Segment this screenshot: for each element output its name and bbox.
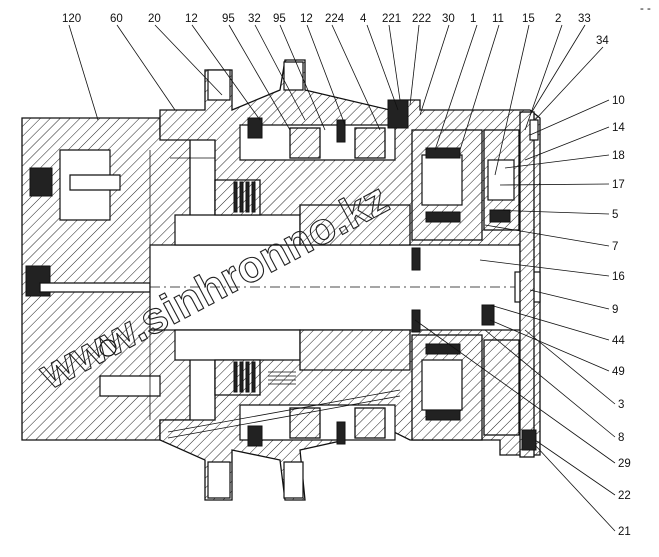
top-label-12: 12 (300, 13, 313, 25)
top-label-224: 224 (325, 13, 345, 25)
right-leader-9 (529, 289, 610, 310)
top-label-221: 221 (382, 13, 401, 25)
top-leader-120 (68, 24, 99, 121)
top-leader-60 (116, 24, 176, 111)
right-label-49: 49 (612, 366, 625, 378)
top-leader-12 (306, 24, 346, 126)
right-label-8: 8 (618, 432, 624, 444)
top-label-120: 120 (62, 13, 81, 25)
right-label-10: 10 (612, 95, 625, 107)
planetary-stage (411, 129, 520, 441)
corner-mark: - - (640, 3, 651, 15)
right-leader-5 (489, 209, 610, 215)
top-label-11: 11 (492, 13, 504, 25)
right-leader-17 (499, 183, 610, 186)
top-leader-4 (366, 24, 399, 111)
top-leader-12 (191, 24, 261, 121)
right-leader-16 (479, 259, 610, 277)
top-label-32: 32 (248, 13, 261, 25)
leader-layer (68, 24, 616, 532)
right-label-29: 29 (618, 458, 631, 470)
top-leader-20 (154, 24, 223, 96)
top-leader-33 (529, 24, 586, 116)
top-leader-11 (459, 24, 500, 151)
top-label-33: 33 (578, 13, 591, 25)
right-label-9: 9 (612, 304, 618, 316)
top-label-15: 15 (522, 13, 535, 25)
top-label-4: 4 (360, 13, 367, 25)
right-label-21: 21 (618, 526, 631, 538)
right-label-5: 5 (612, 209, 618, 221)
top-leader-15 (494, 24, 530, 176)
clutch-stack (233, 181, 296, 393)
right-label-7: 7 (612, 241, 618, 253)
top-label-222: 222 (412, 13, 431, 25)
right-leader-21 (534, 444, 616, 532)
top-leader-221 (388, 24, 401, 101)
right-label-3: 3 (618, 399, 624, 411)
right-leader-8 (484, 329, 616, 438)
hydraulic-lines (149, 150, 401, 439)
right-label-22: 22 (618, 490, 631, 502)
right-leader-44 (489, 304, 610, 341)
top-label-20: 20 (148, 13, 161, 25)
top-leader-95 (279, 24, 326, 131)
left-housing (21, 117, 191, 441)
right-label-44: 44 (612, 335, 625, 347)
top-leader-30 (419, 24, 450, 116)
right-leader-3 (524, 329, 616, 405)
right-label-18: 18 (612, 150, 625, 162)
top-label-60: 60 (110, 13, 123, 25)
top-label-34: 34 (596, 35, 609, 47)
top-leader-1 (434, 24, 478, 151)
right-leader-18 (504, 154, 610, 169)
top-label-30: 30 (442, 13, 455, 25)
top-leader-224 (331, 24, 381, 131)
top-label-12: 12 (185, 13, 198, 25)
bearing-bores (239, 99, 409, 447)
right-leader-29 (414, 319, 616, 464)
top-label-2: 2 (555, 13, 561, 25)
right-label-16: 16 (612, 271, 625, 283)
right-leader-10 (529, 99, 610, 136)
top-leader-95 (228, 24, 291, 131)
end-cover (519, 111, 539, 458)
right-leader-14 (524, 126, 610, 161)
right-leader-22 (534, 439, 616, 496)
right-leader-7 (484, 224, 610, 247)
top-leader-222 (409, 24, 420, 106)
top-label-1: 1 (470, 13, 476, 25)
top-leader-34 (534, 46, 604, 121)
top-leader-32 (254, 24, 306, 121)
right-leader-49 (489, 319, 610, 372)
top-label-95: 95 (273, 13, 286, 25)
central-shaft (149, 179, 541, 396)
right-label-17: 17 (612, 179, 625, 191)
right-label-14: 14 (612, 122, 625, 134)
top-label-95: 95 (222, 13, 235, 25)
